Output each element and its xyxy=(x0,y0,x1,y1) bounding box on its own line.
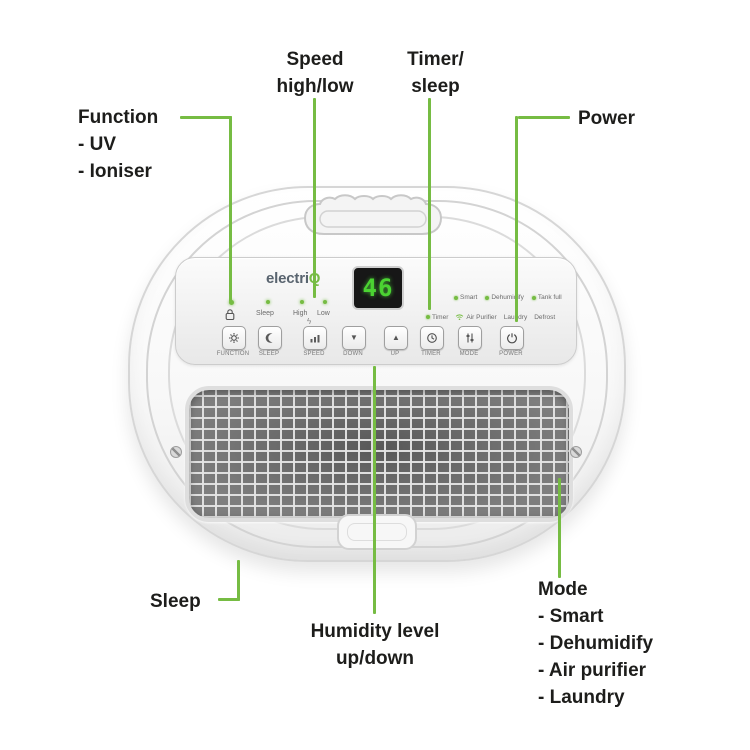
sleep-callout-line-h xyxy=(218,598,240,601)
humidity-callout: Humidity level up/down xyxy=(270,618,480,672)
down-button[interactable]: ▼ xyxy=(342,326,366,350)
sleep-callout: Sleep xyxy=(150,588,201,615)
bottom-recess-handle xyxy=(337,514,417,550)
sleep-title: Sleep xyxy=(150,591,201,612)
lightning-icon: ϟ xyxy=(307,317,312,326)
mode-callout-line xyxy=(558,478,561,578)
mode-title: Mode xyxy=(538,579,588,600)
high-indicator-label: High xyxy=(293,310,308,317)
defrost-indicator: Defrost xyxy=(534,313,556,321)
timer-button[interactable] xyxy=(420,326,444,350)
smart-led xyxy=(454,295,458,300)
moon-icon xyxy=(265,333,273,343)
power-title: Power xyxy=(578,108,636,129)
timer-button-label: TIMER xyxy=(421,351,441,357)
power-callout: Power xyxy=(578,105,635,132)
dehumidify-led xyxy=(485,295,490,300)
speed-callout-line xyxy=(313,98,316,298)
low-indicator-label: Low xyxy=(317,310,330,317)
clock-icon xyxy=(427,333,437,343)
function-button-label: FUNCTION xyxy=(216,351,250,357)
power-callout-line-v xyxy=(515,116,518,322)
arrow-up-icon: ▲ xyxy=(392,333,400,342)
speed-button[interactable] xyxy=(303,326,327,350)
high-led xyxy=(300,300,304,304)
mode-item-dehumidify: - Dehumidify xyxy=(538,633,654,654)
sleep-button[interactable] xyxy=(258,326,282,350)
arrow-down-icon: ▼ xyxy=(350,333,358,342)
mode-button[interactable] xyxy=(458,326,482,350)
function-callout: Function - UV - Ioniser xyxy=(78,104,158,185)
speed-title-line1: Speed xyxy=(286,49,344,70)
indicator-row-2: Timer Air Purifier Laundry Defrost xyxy=(426,313,555,321)
brand-logo-text: electri xyxy=(266,270,309,287)
indicator-row-1: Smart Dehumidify Tank full xyxy=(454,294,562,301)
mode-callout: Mode - Smart - Dehumidify - Air purifier… xyxy=(538,576,653,711)
speed-button-label: SPEED xyxy=(303,351,325,357)
tank-full-indicator: Tank full xyxy=(531,294,562,301)
sliders-icon xyxy=(466,333,474,343)
humidity-title-line2: up/down xyxy=(335,648,415,669)
wifi-icon xyxy=(456,314,464,321)
tank-full-led xyxy=(531,295,536,300)
up-button-label: UP xyxy=(390,351,400,357)
sleep-callout-line-v xyxy=(237,560,240,601)
mode-item-laundry: - Laundry xyxy=(538,687,625,708)
fan-speed-icon xyxy=(310,335,320,343)
timer-callout-line xyxy=(428,98,431,310)
air-purifier-indicator: Air Purifier xyxy=(455,313,497,321)
gear-icon xyxy=(229,333,239,343)
power-callout-line-h xyxy=(518,116,570,119)
humidity-callout-line xyxy=(373,366,376,614)
mode-item-smart: - Smart xyxy=(538,606,604,627)
function-led xyxy=(229,300,234,305)
sleep-indicator-label: Sleep xyxy=(256,310,274,317)
screw-icon xyxy=(170,446,182,458)
timer-led xyxy=(426,315,430,319)
function-callout-line-h xyxy=(180,116,232,119)
speed-callout: Speed high/low xyxy=(240,46,390,100)
function-item-uv: - UV xyxy=(78,134,116,155)
timer-indicator: Timer xyxy=(426,314,448,321)
humidity-display-value: 46 xyxy=(362,274,394,302)
mode-button-label: MODE xyxy=(459,351,479,357)
function-button[interactable] xyxy=(222,326,246,350)
timer-title-line2: sleep xyxy=(411,76,460,97)
timer-title-line1: Timer/ xyxy=(407,49,464,70)
air-grille xyxy=(185,386,573,522)
low-led xyxy=(323,300,327,304)
control-panel: electriQ 46 Sleep High Low ϟ Smart Dehum… xyxy=(175,257,577,365)
speed-title-line2: high/low xyxy=(276,76,354,97)
sleep-button-label: SLEEP xyxy=(258,351,280,357)
function-callout-line-v xyxy=(229,116,232,302)
power-button[interactable] xyxy=(500,326,524,350)
up-button[interactable]: ▲ xyxy=(384,326,408,350)
smart-indicator: Smart xyxy=(454,294,477,301)
power-icon xyxy=(507,333,517,344)
mode-item-air-purifier: - Air purifier xyxy=(538,660,647,681)
humidity-display: 46 xyxy=(352,266,404,310)
function-item-ioniser: - Ioniser xyxy=(78,161,152,182)
humidity-title-line1: Humidity level xyxy=(310,621,440,642)
down-button-label: DOWN xyxy=(343,351,363,357)
lock-icon xyxy=(225,309,235,321)
timer-sleep-callout: Timer/ sleep xyxy=(373,46,498,100)
sleep-led xyxy=(266,300,270,304)
dehumidify-indicator: Dehumidify xyxy=(485,294,524,301)
screw-icon xyxy=(570,446,582,458)
function-title: Function xyxy=(78,107,159,128)
power-button-label: POWER xyxy=(499,351,523,357)
